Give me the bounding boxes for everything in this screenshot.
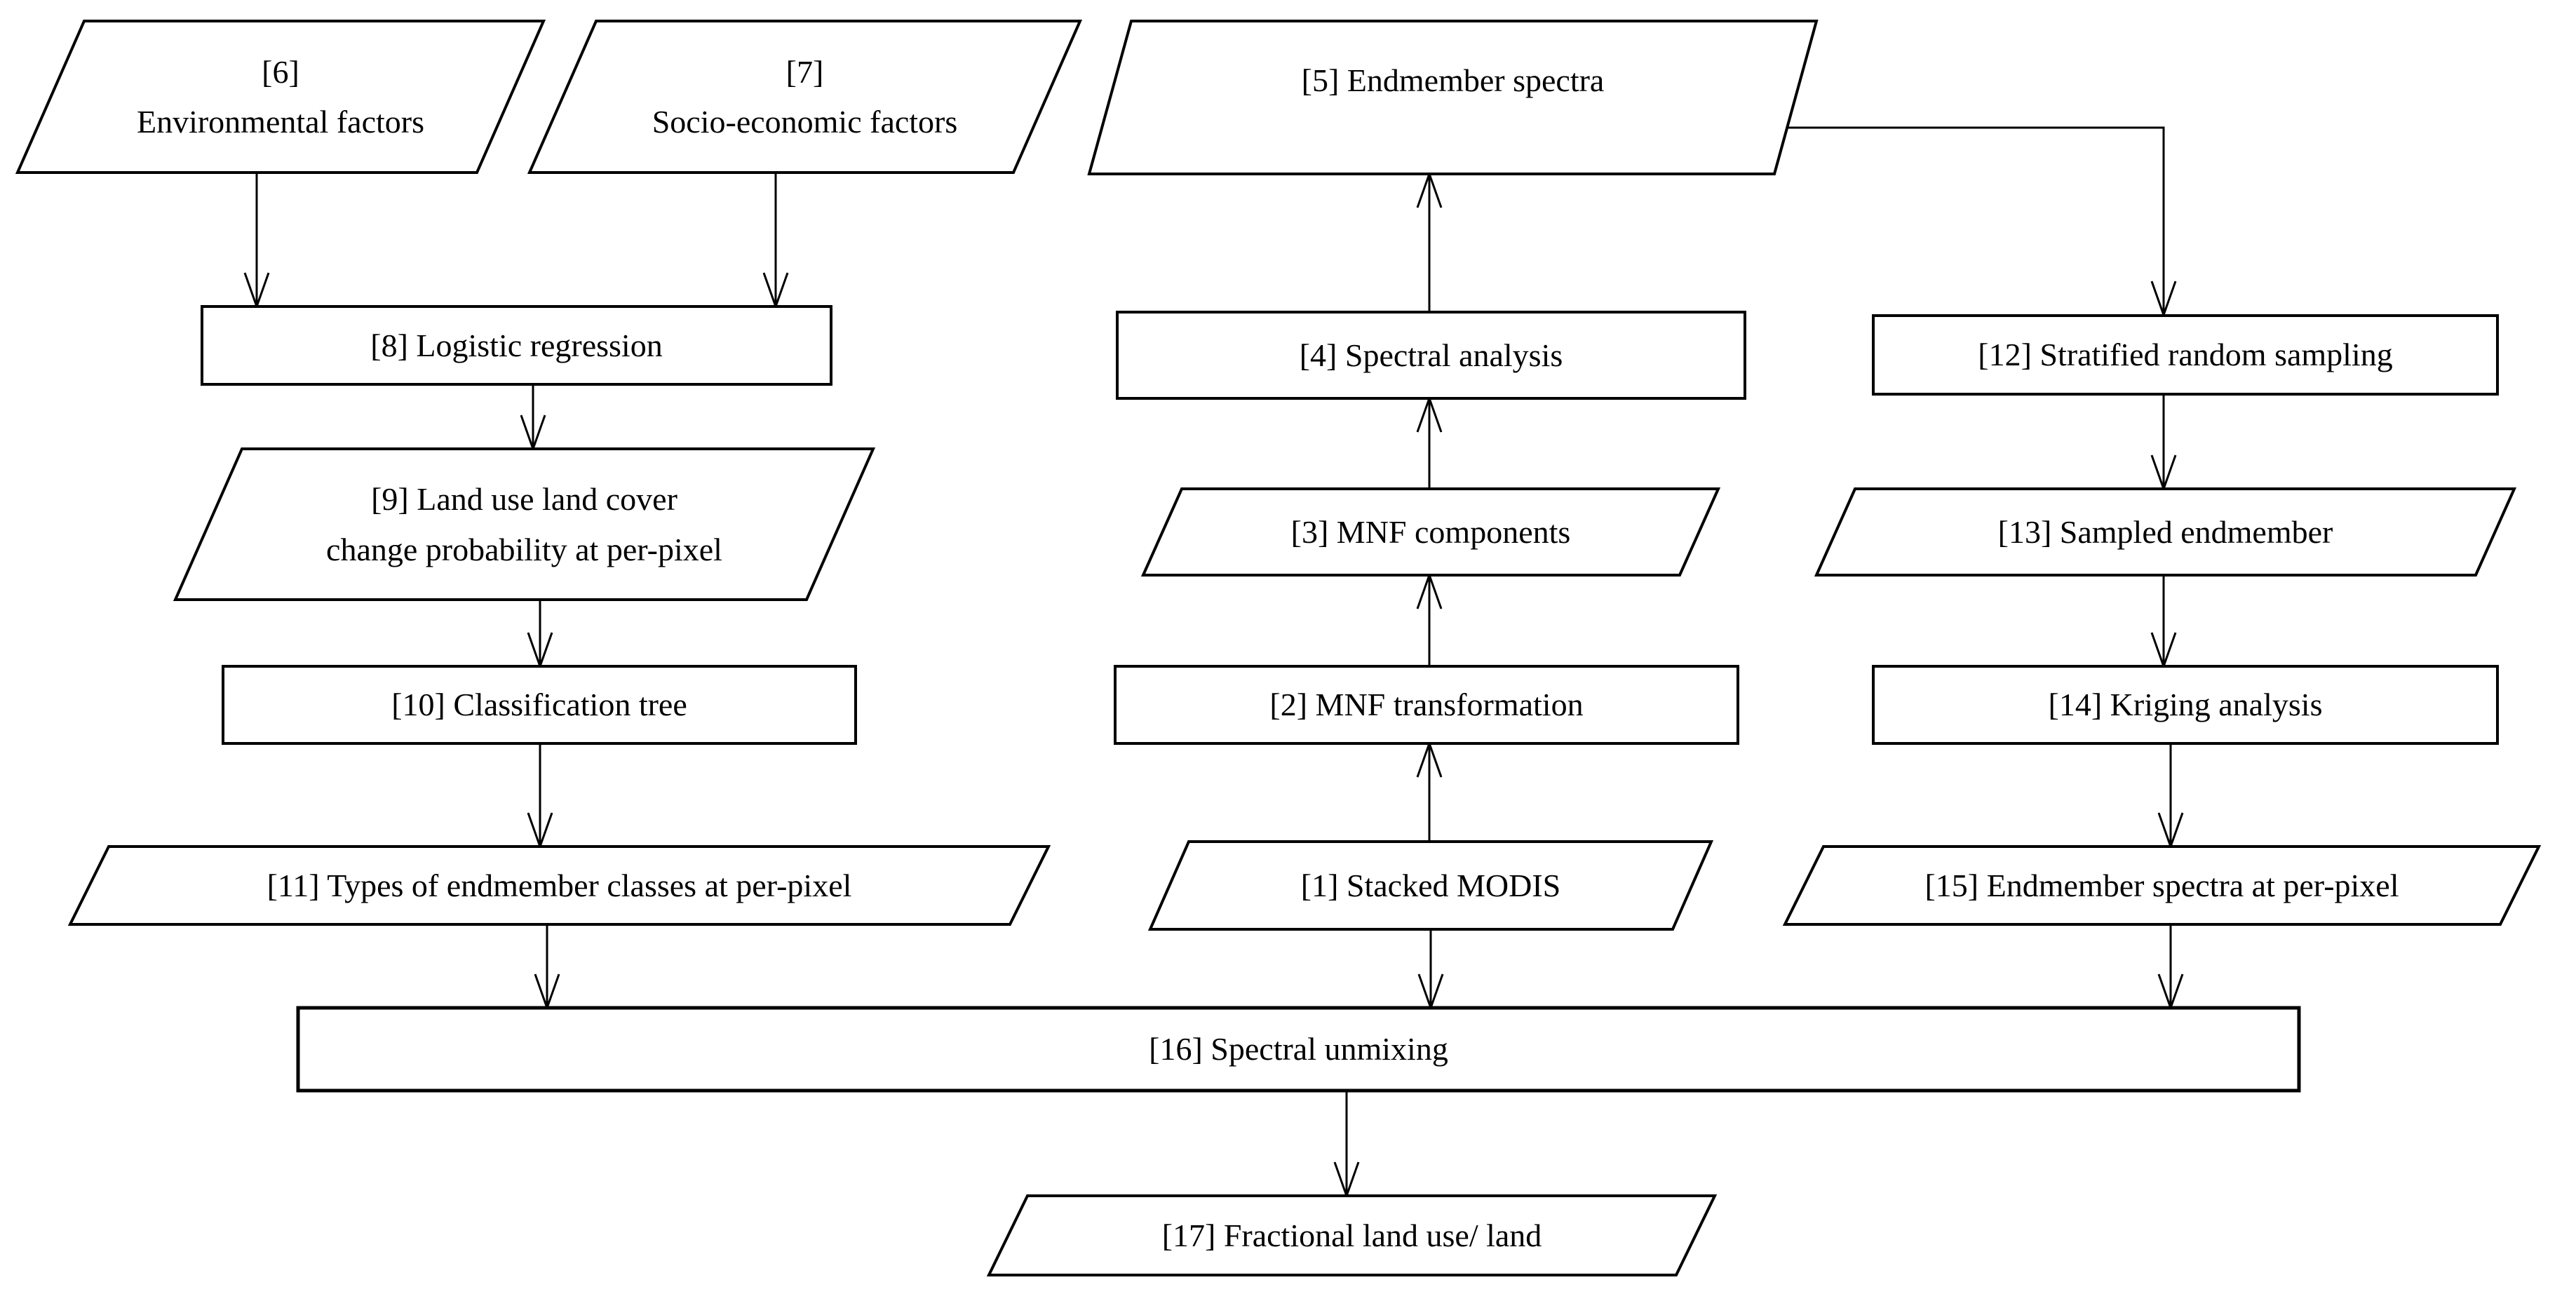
node-4-shape [1116, 311, 1746, 400]
edge-9-10 [527, 600, 553, 670]
node-6-shape [15, 20, 546, 174]
edge-6-8 [243, 173, 270, 310]
node-5-shape [1087, 20, 1819, 175]
edge-13-14 [2150, 575, 2177, 670]
node-9-shape [173, 447, 876, 601]
edge-11-16 [534, 924, 560, 1011]
node-16-shape [296, 1006, 2301, 1093]
edge-5-12 [1787, 126, 2177, 318]
node-3-shape [1140, 487, 1721, 577]
node-2-shape [1114, 665, 1739, 745]
node-14-shape [1872, 665, 2499, 745]
edge-3-4 [1416, 395, 1443, 489]
edge-1-2 [1416, 740, 1443, 842]
edge-16-17 [1333, 1091, 1360, 1199]
edge-10-11 [527, 743, 553, 850]
node-15-shape [1782, 845, 2542, 926]
edge-4-5 [1416, 170, 1443, 312]
node-10-shape [222, 665, 857, 745]
edge-12-13 [2150, 394, 2177, 492]
node-13-shape [1814, 487, 2517, 577]
edge-14-15 [2157, 743, 2184, 850]
node-8-shape [201, 305, 832, 386]
node-7-shape [527, 20, 1083, 174]
edge-7-8 [762, 173, 789, 310]
node-12-shape [1872, 314, 2499, 396]
edge-2-3 [1416, 572, 1443, 666]
node-17-shape [986, 1194, 1718, 1276]
shape-layer [15, 20, 2542, 1276]
edge-8-9 [520, 384, 546, 452]
node-11-shape [67, 845, 1051, 926]
edge-15-16 [2157, 924, 2184, 1011]
node-1-shape [1147, 840, 1714, 931]
edge-1-16 [1417, 929, 1444, 1011]
